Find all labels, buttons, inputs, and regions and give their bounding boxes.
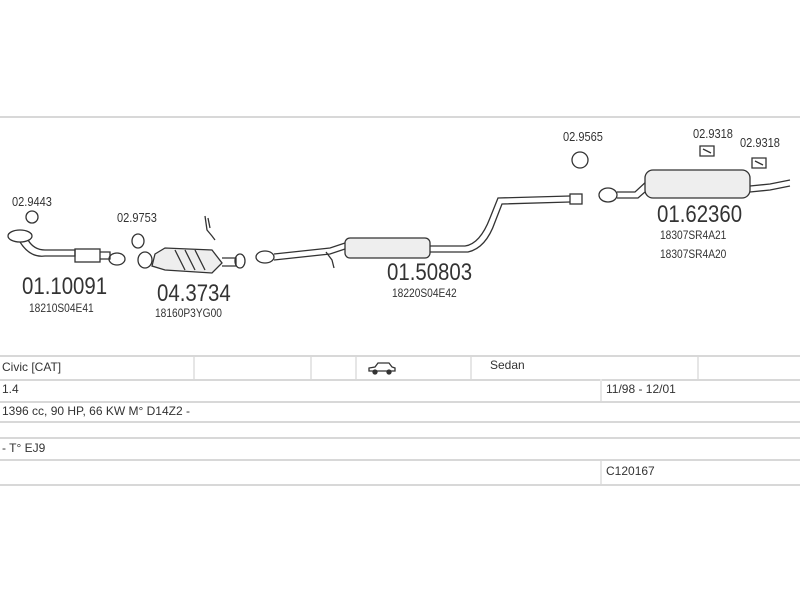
vehicle-row-model: Civic [CAT] Sedan bbox=[0, 355, 800, 381]
engine: 1.4 bbox=[2, 382, 19, 396]
type-code: - T° EJ9 bbox=[2, 441, 46, 455]
vehicle-row-code: C120167 bbox=[0, 461, 800, 486]
part-number[interactable]: 01.62360 bbox=[657, 201, 743, 228]
catalog-code: C120167 bbox=[606, 464, 655, 478]
oem-number: 18210S04E41 bbox=[29, 301, 94, 315]
part-number[interactable]: 02.9753 bbox=[117, 210, 157, 225]
oem-number: 18220S04E42 bbox=[392, 286, 457, 300]
part-number[interactable]: 02.9565 bbox=[563, 129, 603, 144]
part-number[interactable]: 02.9318 bbox=[740, 135, 780, 150]
model: Civic [CAT] bbox=[2, 360, 62, 374]
middle-silencer-01-50803 bbox=[255, 193, 583, 269]
vehicle-row-engine: 1.4 11/98 - 12/01 bbox=[0, 379, 800, 403]
rubber-hanger-02-9318 bbox=[699, 145, 715, 157]
vehicle-row-spec: 1396 cc, 90 HP, 66 KW M° D14Z2 - bbox=[0, 403, 800, 423]
exhaust-diagram bbox=[7, 145, 791, 274]
front-pipe-01-10091 bbox=[7, 229, 126, 266]
gasket-02-9443 bbox=[25, 210, 39, 224]
oem-number: 18160P3YG00 bbox=[155, 306, 222, 320]
engine-spec: 1396 cc, 90 HP, 66 KW M° D14Z2 - bbox=[2, 404, 190, 418]
oem-number: 18307SR4A20 bbox=[660, 247, 727, 261]
part-number[interactable]: 01.10091 bbox=[22, 273, 108, 300]
part-number[interactable]: 01.50803 bbox=[387, 259, 473, 286]
part-number[interactable]: 04.3734 bbox=[157, 280, 231, 307]
vehicle-row-type: - T° EJ9 bbox=[0, 439, 800, 461]
body-type: Sedan bbox=[490, 358, 525, 372]
top-divider bbox=[0, 116, 800, 118]
rubber-hanger-02-9318-b bbox=[751, 157, 767, 169]
vehicle-row-empty bbox=[0, 423, 800, 439]
car-icon bbox=[368, 362, 396, 375]
gasket-02-9565 bbox=[571, 151, 589, 169]
production-dates: 11/98 - 12/01 bbox=[606, 382, 676, 396]
gasket-02-9753 bbox=[131, 233, 145, 249]
part-number[interactable]: 02.9318 bbox=[693, 126, 733, 141]
part-number[interactable]: 02.9443 bbox=[12, 194, 52, 209]
rear-silencer-01-62360 bbox=[598, 169, 791, 203]
oem-number: 18307SR4A21 bbox=[660, 228, 727, 242]
catalytic-converter-04-3734 bbox=[137, 215, 246, 274]
